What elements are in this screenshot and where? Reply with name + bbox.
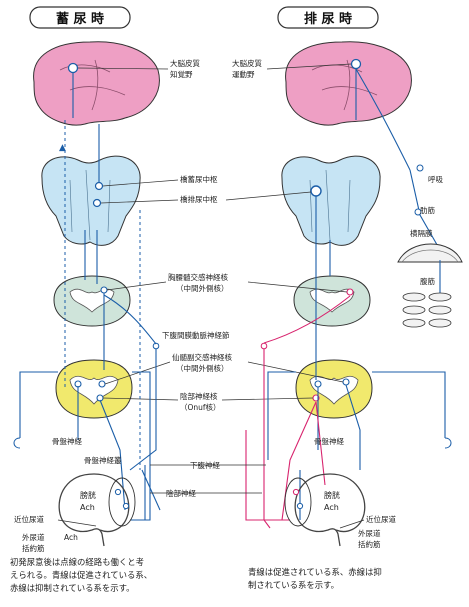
- label-hypogastric-ganglion: 下腹間膜動脈神経節: [162, 330, 230, 340]
- label-cortex-motor-2: 運動野: [232, 70, 255, 79]
- sacral-cord-left: [56, 360, 132, 418]
- caption-right: 青線は促進されている系、赤線は抑 制されている系を示す。: [248, 566, 453, 592]
- label-urethra-ext-left-2: 括約筋: [22, 543, 45, 553]
- caption-left: 初発尿意後は点線の経路も働くと考 えられる。青線は促進されている系、 赤線は抑制…: [10, 556, 215, 595]
- abdominal-muscle-shape: [403, 293, 451, 327]
- label-urethra-prox-right: 近位尿道: [366, 514, 396, 524]
- label-abdominal-muscle: 腹筋: [420, 276, 435, 286]
- label-urethra-ext-left-ach: Ach: [64, 533, 78, 542]
- label-pontine-storage: 橋蓄尿中枢: [180, 174, 218, 184]
- label-bladder-left-2: Ach: [80, 503, 95, 512]
- label-bladder-left-1: 膀胱: [80, 490, 96, 500]
- label-bladder-right-2: Ach: [324, 503, 339, 512]
- label-cortex-sensory-2: 知覚野: [170, 69, 193, 79]
- label-urethra-ext-right-2: 括約筋: [358, 539, 381, 549]
- arrow-up-marker: ▲: [59, 143, 66, 153]
- label-sympathetic-2: （中間外側核）: [176, 283, 229, 293]
- voiding-header-text: 排 尿 時: [304, 11, 352, 27]
- thoracolumbar-cord-right: [294, 276, 370, 326]
- pons-left: [42, 156, 140, 245]
- label-cortex-sensory-1: 大脳皮質: [170, 58, 200, 68]
- label-diaphragm: 横隔膜: [410, 228, 433, 238]
- label-respiration: 呼吸: [428, 174, 443, 184]
- sacral-cord-right: [296, 360, 372, 418]
- storage-header-text: 蓄 尿 時: [56, 11, 104, 27]
- label-parasympathetic-1: 仙髄副交感神経核: [172, 352, 232, 362]
- diaphragm-shape: [398, 244, 462, 262]
- cortex-right: [286, 42, 412, 125]
- label-sympathetic-1: 胸腰髄交感神経核: [168, 272, 228, 282]
- label-bladder-right-1: 膀胱: [324, 490, 340, 500]
- label-urethra-ext-left-1: 外尿道: [22, 532, 45, 542]
- label-onuf-1: 陰部神経核: [180, 391, 218, 401]
- label-pelvic-nerve-left: 骨盤神経: [52, 436, 82, 446]
- label-pontine-voiding: 橋排尿中枢: [180, 194, 218, 204]
- storage-header: 蓄 尿 時: [30, 7, 130, 28]
- pons-right: [282, 156, 380, 245]
- label-pelvic-plexus: 骨盤神経叢: [84, 455, 122, 465]
- label-parasympathetic-2: （中間外側核）: [176, 363, 229, 373]
- label-onuf-2: （Onuf核）: [180, 402, 221, 412]
- respiration-group: 呼吸 肋筋 横隔膜 腹筋: [398, 165, 462, 327]
- label-pelvic-nerve-right: 骨盤神経: [314, 436, 344, 446]
- label-cortex-motor-1: 大脳皮質: [232, 58, 262, 68]
- label-urethra-ext-right-1: 外尿道: [358, 528, 381, 538]
- label-urethra-prox-left: 近位尿道: [14, 514, 44, 524]
- label-intercostal: 肋筋: [420, 205, 435, 215]
- cortex-left: [34, 42, 160, 125]
- voiding-header: 排 尿 時: [278, 7, 378, 28]
